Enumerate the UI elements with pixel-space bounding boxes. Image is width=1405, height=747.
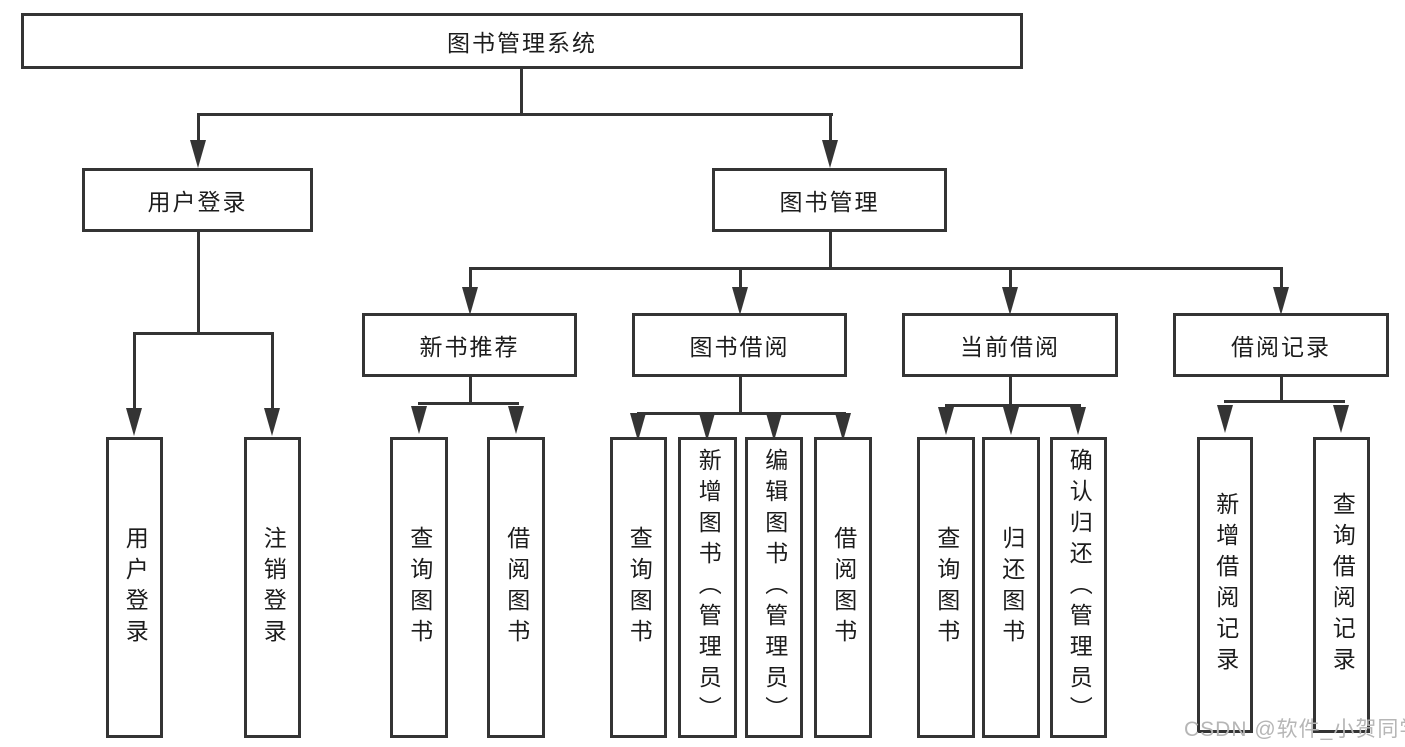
edge-borrow-stem bbox=[739, 377, 742, 415]
edge-login-leaf1-drop bbox=[133, 332, 136, 408]
leaf-br-add-record: 新增借阅记录 bbox=[1197, 437, 1253, 733]
node-borrow-records: 借阅记录 bbox=[1173, 313, 1389, 377]
leaf-cb-query-books: 查询图书 bbox=[917, 437, 975, 738]
arrowhead-to-current-borrow bbox=[1002, 287, 1018, 315]
arrowhead-to-bb-add bbox=[699, 413, 715, 441]
node-new-book-recommend-label: 新书推荐 bbox=[419, 334, 520, 360]
leaf-bb-add-books-admin-label: 新增图书（管理员） bbox=[695, 448, 722, 727]
node-book-borrow: 图书借阅 bbox=[632, 313, 847, 377]
edge-mgmt-borrow-drop bbox=[739, 267, 742, 289]
edge-newbook-stem bbox=[469, 377, 472, 405]
leaf-bb-edit-books-admin: 编辑图书（管理员） bbox=[745, 437, 803, 738]
edge-current-branch bbox=[945, 404, 1081, 407]
edge-login-branch bbox=[133, 332, 274, 335]
leaf-cb-query-books-label: 查询图书 bbox=[933, 525, 960, 650]
arrowhead-to-nb-query bbox=[411, 406, 427, 434]
node-book-management: 图书管理 bbox=[712, 168, 947, 232]
node-borrow-records-label: 借阅记录 bbox=[1231, 334, 1331, 360]
arrowhead-to-cb-return bbox=[1003, 407, 1019, 435]
leaf-bb-borrow-books: 借阅图书 bbox=[814, 437, 872, 738]
edge-records-branch bbox=[1224, 400, 1345, 403]
arrowhead-to-bb-borrow bbox=[835, 413, 851, 441]
leaf-br-add-record-label: 新增借阅记录 bbox=[1212, 492, 1239, 678]
leaf-logout-login: 注销登录 bbox=[244, 437, 301, 738]
arrowhead-to-bb-edit bbox=[766, 413, 782, 441]
arrowhead-to-nb-borrow bbox=[508, 406, 524, 434]
leaf-cb-return-books: 归还图书 bbox=[982, 437, 1040, 738]
leaf-user-login-label: 用户登录 bbox=[122, 525, 149, 650]
node-book-borrow-label: 图书借阅 bbox=[689, 334, 790, 360]
leaf-nb-query-books-label: 查询图书 bbox=[406, 525, 433, 650]
node-user-login: 用户登录 bbox=[82, 168, 313, 232]
edge-mgmt-current-drop bbox=[1009, 267, 1012, 289]
arrowhead-to-borrow-records bbox=[1273, 287, 1289, 315]
leaf-user-login: 用户登录 bbox=[106, 437, 163, 738]
leaf-cb-confirm-return-admin: 确认归还（管理员） bbox=[1050, 437, 1107, 738]
leaf-cb-confirm-return-admin-label: 确认归还（管理员） bbox=[1066, 448, 1093, 727]
leaf-cb-return-books-label: 归还图书 bbox=[998, 525, 1025, 650]
arrowhead-to-book-borrow bbox=[732, 287, 748, 315]
edge-mgmt-branch bbox=[469, 267, 1283, 270]
leaf-nb-borrow-books-label: 借阅图书 bbox=[503, 525, 530, 650]
leaf-bb-borrow-books-label: 借阅图书 bbox=[830, 525, 857, 650]
node-library-system-label: 图书管理系统 bbox=[447, 30, 597, 56]
edge-login-leaf2-drop bbox=[271, 332, 274, 408]
arrowhead-to-book-mgmt bbox=[822, 140, 838, 168]
arrowhead-to-cb-query bbox=[938, 407, 954, 435]
edge-mgmt-newbook-drop bbox=[469, 267, 472, 289]
arrowhead-to-cb-confirm bbox=[1070, 407, 1086, 435]
arrowhead-to-br-add bbox=[1217, 405, 1233, 433]
leaf-br-query-record: 查询借阅记录 bbox=[1313, 437, 1370, 733]
leaf-bb-add-books-admin: 新增图书（管理员） bbox=[678, 437, 737, 738]
arrowhead-to-leaf-user-login bbox=[126, 408, 142, 436]
arrowhead-to-bb-query bbox=[630, 413, 646, 441]
arrowhead-to-user-login bbox=[190, 140, 206, 168]
node-user-login-label: 用户登录 bbox=[147, 189, 248, 215]
edge-current-stem bbox=[1009, 377, 1012, 407]
leaf-nb-query-books: 查询图书 bbox=[390, 437, 448, 738]
edge-root-branch bbox=[197, 113, 833, 116]
edge-root-stem bbox=[520, 69, 523, 115]
leaf-br-query-record-label: 查询借阅记录 bbox=[1329, 492, 1356, 678]
edge-newbook-branch bbox=[418, 402, 519, 405]
edge-login-stem bbox=[197, 232, 200, 335]
edge-records-stem bbox=[1280, 377, 1283, 403]
arrowhead-to-new-book-rec bbox=[462, 287, 478, 315]
leaf-logout-login-label: 注销登录 bbox=[260, 525, 287, 650]
edge-borrow-branch bbox=[637, 412, 846, 415]
node-current-borrow: 当前借阅 bbox=[902, 313, 1118, 377]
arrowhead-to-leaf-logout bbox=[264, 408, 280, 436]
edge-mgmt-records-drop bbox=[1280, 267, 1283, 289]
edge-root-login-drop bbox=[197, 113, 200, 143]
edge-root-mgmt-drop bbox=[829, 113, 832, 143]
node-library-system: 图书管理系统 bbox=[21, 13, 1023, 69]
leaf-nb-borrow-books: 借阅图书 bbox=[487, 437, 545, 738]
edge-mgmt-stem bbox=[829, 232, 832, 270]
watermark: CSDN @软件_小贺同学 bbox=[1184, 718, 1405, 741]
node-current-borrow-label: 当前借阅 bbox=[960, 334, 1060, 360]
node-book-management-label: 图书管理 bbox=[779, 189, 880, 215]
arrowhead-to-br-query bbox=[1333, 405, 1349, 433]
node-new-book-recommend: 新书推荐 bbox=[362, 313, 577, 377]
leaf-bb-query-books-label: 查询图书 bbox=[626, 525, 653, 650]
leaf-bb-query-books: 查询图书 bbox=[610, 437, 667, 738]
leaf-bb-edit-books-admin-label: 编辑图书（管理员） bbox=[761, 448, 788, 727]
